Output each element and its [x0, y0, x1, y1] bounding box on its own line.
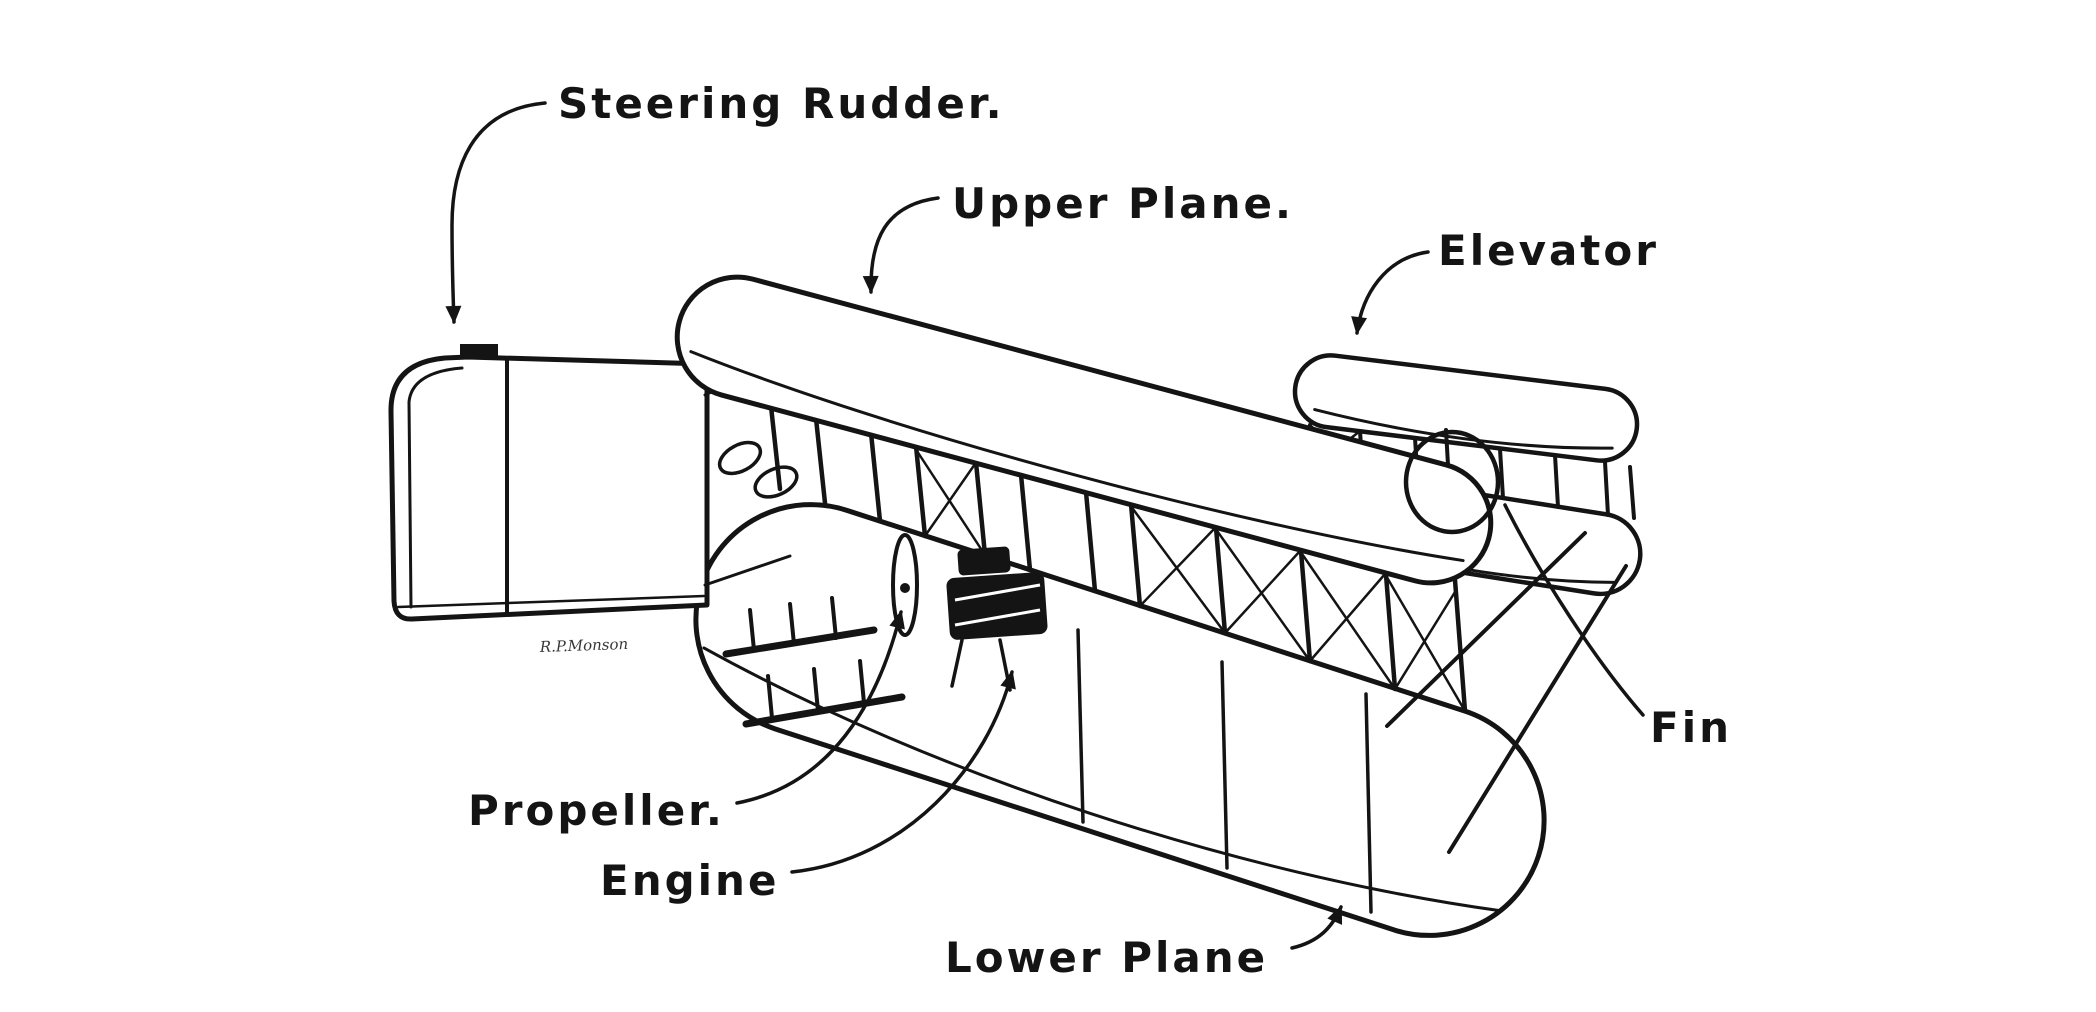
rudder-hinge-tab	[460, 344, 498, 358]
far-struts	[1076, 628, 1373, 914]
engine-arrow	[790, 670, 1016, 874]
engine-block	[946, 546, 1048, 692]
elevator-upper-surface	[1292, 353, 1640, 463]
upper-plane-surface	[674, 274, 1494, 586]
steering-rudder-arrow	[445, 101, 547, 324]
elevator-label: Elevator	[1438, 226, 1659, 275]
bracing-wires	[913, 446, 1467, 713]
landing-skids	[722, 596, 906, 728]
steering-rudder-structure	[388, 344, 792, 622]
upper-plane-label: Upper Plane.	[952, 179, 1294, 228]
drive-chain-loops	[717, 440, 799, 499]
engine-label: Engine	[600, 856, 779, 905]
lower-plane-label: Lower Plane	[945, 933, 1268, 982]
fin-disc	[1403, 429, 1501, 535]
outrigger-booms	[1385, 531, 1628, 854]
elevator-arrow	[1351, 250, 1430, 335]
lower-plane-arrow	[1290, 905, 1343, 950]
propeller-label: Propeller.	[468, 786, 725, 835]
propeller-blades	[891, 533, 919, 637]
leader-arrows	[445, 101, 1645, 950]
propeller-arrow	[735, 610, 905, 805]
upper-plane-arrow	[862, 196, 940, 294]
steering-rudder-label: Steering Rudder.	[558, 79, 1005, 128]
artist-signature: R.P.Monson	[539, 635, 629, 656]
fin-label: Fin	[1650, 703, 1732, 752]
fin-leader-line	[1503, 503, 1645, 717]
labels: Steering Rudder. Upper Plane. Elevator F…	[468, 79, 1732, 982]
